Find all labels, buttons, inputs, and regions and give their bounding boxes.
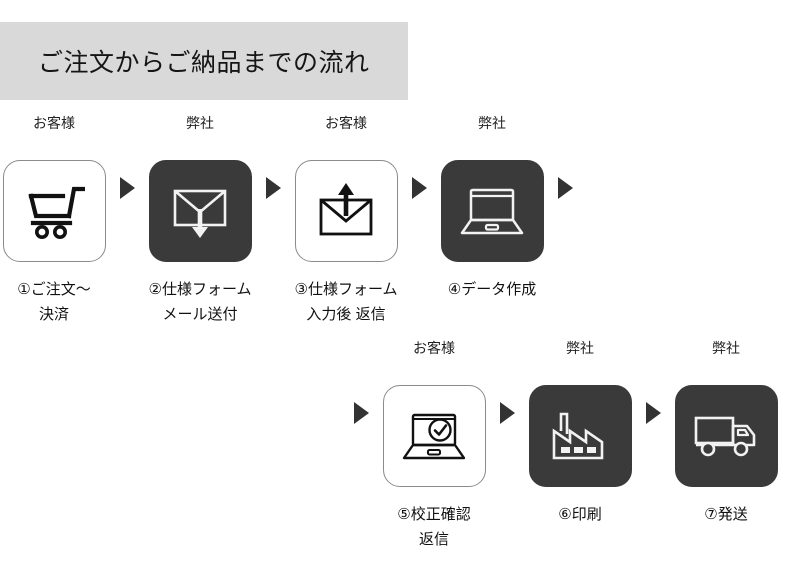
step-7-caption: ⑦発送	[704, 502, 747, 527]
flow-step-6[interactable]: 弊社 ⑥印刷	[528, 340, 632, 527]
step-7-caption-line-1: ⑦発送	[704, 506, 748, 523]
flow-arrow-5	[340, 362, 382, 464]
step-2-icon-box[interactable]	[148, 160, 252, 262]
page-title: ご注文からご納品までの流れ	[38, 49, 370, 77]
step-7-role: 弊社	[712, 340, 740, 356]
flow-arrow-1	[106, 137, 148, 239]
step-3-caption-line-2: 入力後 返信	[306, 306, 386, 323]
step-1-icon-box[interactable]	[2, 160, 106, 262]
envelope-download-icon	[167, 178, 233, 244]
laptop-icon	[458, 183, 526, 239]
step-2-caption-line-2: メール送付	[162, 306, 238, 323]
truck-icon	[691, 412, 761, 460]
flow-arrow-6	[486, 362, 528, 464]
step-5-icon-box[interactable]	[382, 385, 486, 487]
step-4-icon-box[interactable]	[440, 160, 544, 262]
step-6-caption: ⑥印刷	[558, 502, 601, 527]
flow-row-2: お客様 ⑤校正確認 返信 弊社	[340, 340, 778, 552]
flow-arrow-3	[398, 137, 440, 239]
step-6-caption-line-1: ⑥印刷	[558, 506, 602, 523]
title-band: ご注文からご納品までの流れ	[0, 22, 408, 100]
flow-arrow-2	[252, 137, 294, 239]
step-4-caption: ④データ作成	[448, 277, 536, 302]
step-4-caption-line-1: ④データ作成	[447, 281, 537, 298]
envelope-upload-icon	[313, 178, 379, 244]
step-7-icon-box[interactable]	[674, 385, 778, 487]
flow-step-3[interactable]: お客様 ③仕様フォーム 入力後 返信	[294, 115, 398, 327]
step-2-caption-line-1: ②仕様フォーム	[148, 281, 252, 298]
flow-step-1[interactable]: お客様 ①ご注文〜 決済	[2, 115, 106, 327]
step-1-caption: ①ご注文〜 決済	[17, 277, 90, 327]
flow-row-1: お客様 ①ご注文〜 決済 弊社	[2, 115, 586, 327]
step-1-role: お客様	[33, 115, 75, 131]
laptop-check-icon	[400, 408, 468, 464]
step-6-role: 弊社	[566, 340, 594, 356]
step-4-role: 弊社	[478, 115, 506, 131]
flow-step-5[interactable]: お客様 ⑤校正確認 返信	[382, 340, 486, 552]
step-5-caption-line-2: 返信	[418, 531, 449, 548]
step-5-role: お客様	[413, 340, 455, 356]
shopping-cart-icon	[23, 183, 85, 239]
factory-icon	[548, 406, 612, 466]
step-3-role: お客様	[325, 115, 367, 131]
step-3-caption: ③仕様フォーム 入力後 返信	[295, 277, 398, 327]
step-6-icon-box[interactable]	[528, 385, 632, 487]
step-1-caption-line-1: ①ご注文〜	[17, 281, 91, 298]
step-2-caption: ②仕様フォーム メール送付	[149, 277, 252, 327]
step-5-caption: ⑤校正確認 返信	[397, 502, 470, 552]
step-2-role: 弊社	[186, 115, 214, 131]
flow-step-2[interactable]: 弊社 ②仕様フォーム メール送付	[148, 115, 252, 327]
flow-arrow-7	[632, 362, 674, 464]
step-3-icon-box[interactable]	[294, 160, 398, 262]
step-5-caption-line-1: ⑤校正確認	[397, 506, 471, 523]
step-3-caption-line-1: ③仕様フォーム	[294, 281, 398, 298]
flow-step-4[interactable]: 弊社 ④データ作成	[440, 115, 544, 302]
step-1-caption-line-2: 決済	[38, 306, 69, 323]
flow-arrow-4	[544, 137, 586, 239]
flow-step-7[interactable]: 弊社 ⑦発送	[674, 340, 778, 527]
